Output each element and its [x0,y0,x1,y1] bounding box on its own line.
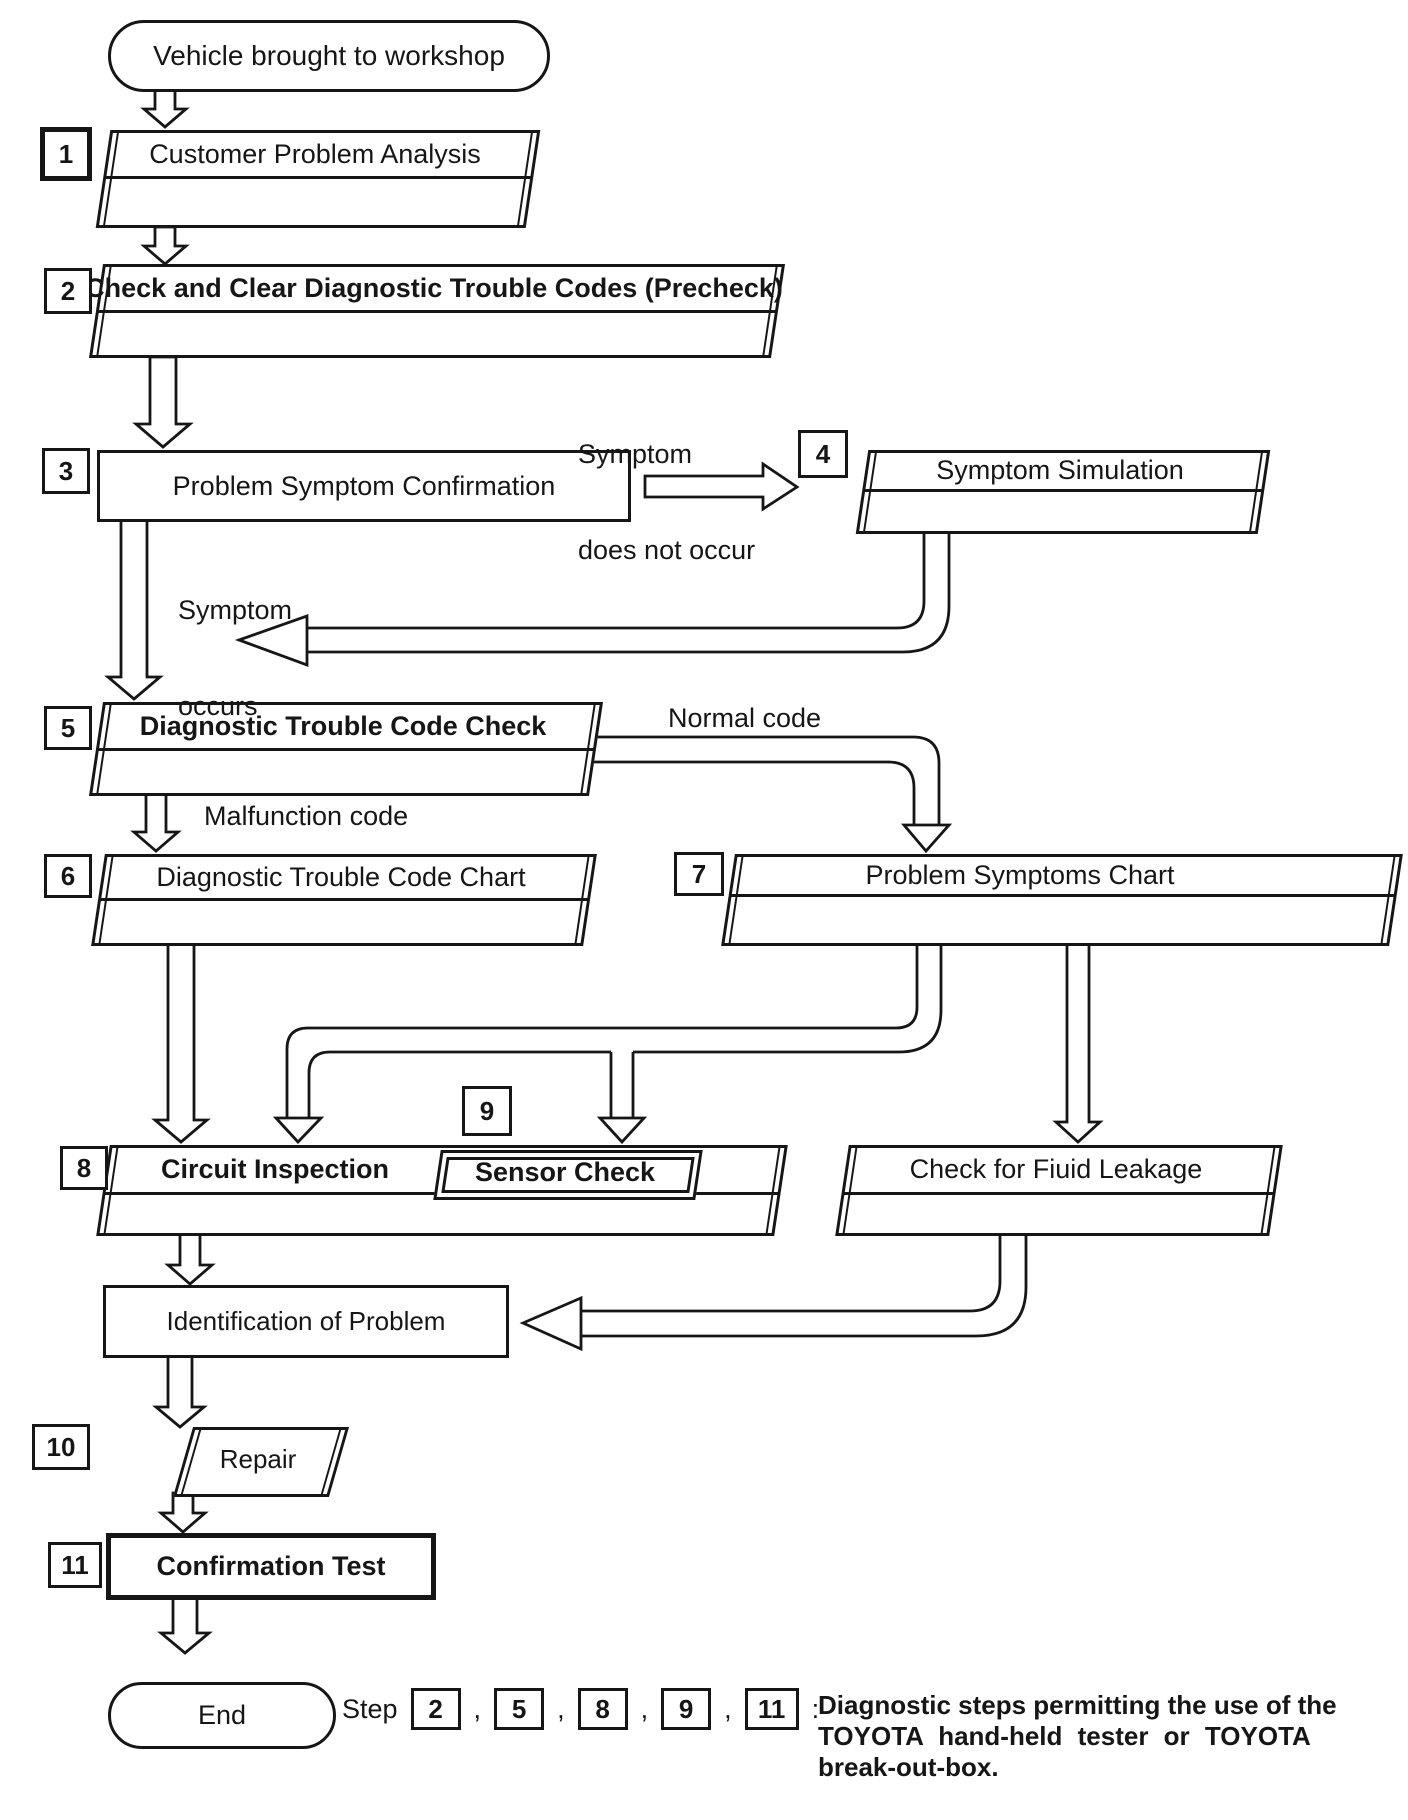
step-4-number: 4 [798,430,848,478]
step-5-label: Diagnostic Trouble Code Check [139,710,547,741]
pipe-step4-return-top [307,528,926,630]
arrow-circuit-to-identification [164,1230,216,1286]
edge-label-line1: Symptom [578,439,693,469]
step-2-number: 2 [44,268,92,314]
title-divider [104,176,533,179]
step-10-number: 10 [32,1424,90,1470]
start-terminator: Vehicle brought to workshop [108,20,550,92]
pipe-fluid-return-top [581,1230,1002,1313]
pipe-step4-return-bottom [307,528,951,654]
arrow-confirmation-to-end [157,1590,213,1655]
arrowhead-normal-code [900,823,953,854]
footer-step-9: 9 [661,1688,712,1730]
step-7-number: 7 [674,852,724,896]
footer-description-line2: TOYOTA hand-held tester or TOYOTA [818,1721,1311,1751]
pipe-step7-channel-outer [285,941,919,1119]
step-3-number: 3 [42,448,90,494]
step-8-label: Circuit Inspection [160,1154,390,1184]
title-divider [96,310,778,313]
arrow-identification-to-repair [152,1352,208,1429]
footer-step-5: 5 [494,1688,545,1730]
pipe-step7-channel-inner [633,941,943,1054]
arrow-start-to-step1 [140,87,190,129]
arrow-symptom-does-not-occur [643,461,800,512]
footer-description-line3: break-out-box. [818,1752,999,1782]
step-5-number: 5 [44,706,92,750]
footer-description: Diagnostic steps permitting the use of t… [818,1690,1404,1783]
edge-label-line1: Symptom [178,595,293,625]
fluid-leakage-label: Check for Fiuid Leakage [909,1153,1203,1184]
edge-label-symptom-does-not-occur: Symptom does not occur [578,374,755,598]
arrow-step2-to-step3 [132,355,194,449]
footer-step-8: 8 [577,1688,628,1730]
title-divider [98,898,590,901]
title-divider [842,1192,1275,1195]
arrow-symptom-occurs [104,517,164,701]
step-4-label: Symptom Simulation [936,454,1184,485]
arrow-step1-to-step2 [140,225,190,266]
identification-rectangle: Identification of Problem [103,1285,509,1358]
arrowhead-channel-to-circuit [272,1116,325,1145]
step-7-label: Problem Symptoms Chart [865,859,1175,890]
footer-legend: Step 2 , 5 , 8 , 9 , 11 : [342,1688,819,1730]
footer-comma: , [473,1693,482,1724]
footer-step-11: 11 [744,1688,799,1730]
edge-label-line2: occurs [178,691,258,721]
footer-description-line1: Diagnostic steps permitting the use of t… [818,1690,1337,1720]
title-divider [96,748,596,751]
step-9-number: 9 [462,1086,512,1136]
pipe-normal-code-bottom [586,760,916,826]
edge-label-symptom-occurs: Symptom occurs [178,530,292,754]
pipe-normal-code-top [586,735,941,826]
arrow-step7-to-fluid [1052,939,1104,1144]
step-1-number: 1 [40,127,92,181]
pipe-fluid-return-bottom [581,1230,1028,1338]
pipe-channel-left-inner [307,1050,611,1119]
step-3-rectangle: Problem Symptom Confirmation [97,450,631,522]
step-11-number: 11 [48,1542,102,1588]
end-terminator: End [108,1682,336,1749]
footer-step-word: Step [342,1693,398,1724]
footer-colon: : [811,1693,820,1724]
footer-comma: , [724,1693,732,1724]
arrowhead-channel-to-sensor [596,1116,648,1145]
step-11-rectangle: Confirmation Test [106,1533,436,1600]
step-9-label: Sensor Check [474,1156,656,1187]
arrowhead-fluid-to-identification [519,1295,583,1352]
footer-step-2: 2 [410,1688,461,1730]
title-divider [863,489,1264,492]
step-6-label: Diagnostic Trouble Code Chart [156,861,526,892]
arrow-malfunction-code [130,790,182,853]
step-10-label: Repair [219,1443,297,1474]
edge-label-normal-code: Normal code [668,703,822,733]
arrowhead-step4-return [234,614,309,668]
step-2-label: Check and Clear Diagnostic Trouble Codes… [85,272,783,303]
edge-label-malfunction-code: Malfunction code [204,801,409,831]
footer-comma: , [640,1693,649,1724]
title-divider [729,894,1396,897]
edge-label-line2: does not occur [578,535,756,565]
footer-comma: , [557,1693,565,1724]
step-6-number: 6 [44,854,92,898]
step-1-label: Customer Problem Analysis [149,138,481,169]
arrow-repair-to-confirmation [157,1491,209,1534]
arrow-step6-to-circuit [151,939,211,1144]
step-8-number: 8 [60,1146,108,1190]
